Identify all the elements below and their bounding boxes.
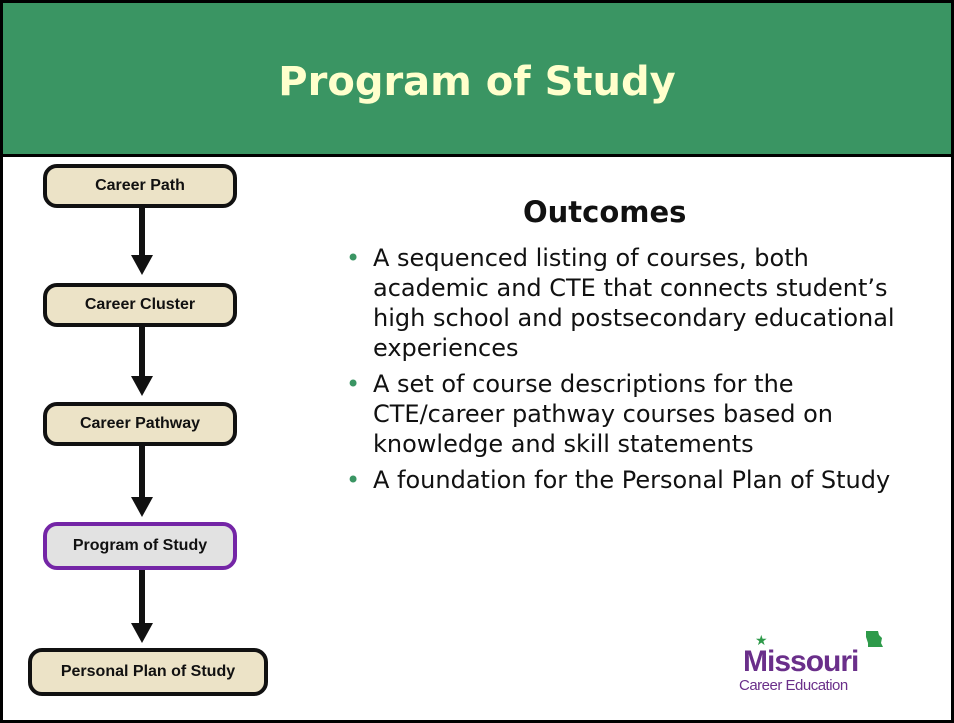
flow-arrows [131, 207, 153, 643]
flow-step-career-pathway: Career Pathway [43, 402, 237, 446]
bullet-dot-icon: • [346, 466, 361, 494]
missouri-career-education-logo: ★ Missouri Career Education [733, 631, 911, 695]
flow-step-career-cluster: Career Cluster [43, 283, 237, 327]
star-icon: ★ [755, 633, 768, 649]
state-outline-icon [866, 631, 883, 647]
outcome-text: A foundation for the Personal Plan of St… [373, 466, 891, 494]
header-bar: Program of Study [3, 3, 951, 157]
bullet-dot-icon: • [346, 370, 361, 398]
arrow-3 [131, 444, 153, 517]
outcome-text: A set of course descriptions for the CTE… [373, 370, 833, 458]
arrow-2 [131, 325, 153, 396]
slide-title: Program of Study [278, 59, 676, 105]
flow-step-personal-plan-of-study: Personal Plan of Study [28, 648, 268, 696]
bullet-dot-icon: • [346, 244, 361, 272]
outcome-item: • A foundation for the Personal Plan of … [343, 465, 903, 495]
arrow-1 [131, 207, 153, 275]
outcome-item: • A set of course descriptions for the C… [343, 369, 903, 459]
flow-step-program-of-study: Program of Study [43, 522, 237, 570]
arrow-4 [131, 570, 153, 643]
outcomes-list: • A sequenced listing of courses, both a… [343, 243, 903, 501]
flow-step-career-path: Career Path [43, 164, 237, 208]
outcomes-heading: Outcomes [523, 195, 687, 229]
logo-subtitle: Career Education [739, 677, 848, 694]
logo-title: Missouri [743, 645, 859, 678]
outcome-item: • A sequenced listing of courses, both a… [343, 243, 903, 363]
outcome-text: A sequenced listing of courses, both aca… [373, 244, 895, 362]
